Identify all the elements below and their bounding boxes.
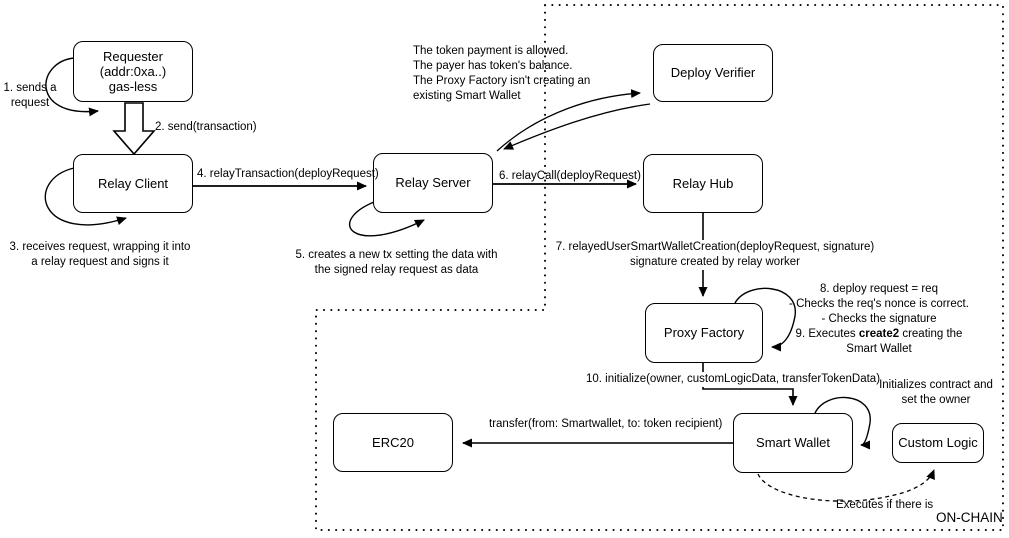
node-requester: Requester (addr:0xa..) gas-less	[73, 41, 193, 102]
label-step9-line: 9. Executes create2 creating the	[770, 327, 988, 342]
arrow-send-transaction	[112, 102, 156, 156]
arrow-executes-custom-logic	[757, 469, 935, 502]
loop-proxy-factory-checks	[734, 287, 796, 352]
verifier-note-line2: The payer has token's balance.	[413, 59, 573, 72]
node-requester-line3: gas-less	[108, 79, 158, 95]
label-step8-line1: 8. deploy request = req	[820, 283, 938, 295]
label-step4: 4. relayTransaction(deployRequest)	[197, 168, 379, 180]
node-deploy-verifier: Deploy Verifier	[653, 44, 773, 102]
label-step2: 2. send(transaction)	[155, 121, 257, 133]
node-proxy-factory: Proxy Factory	[645, 303, 763, 363]
loop-relay-server-creates-tx	[348, 201, 425, 237]
label-verifier-note: The token payment is allowed. The payer …	[413, 44, 603, 104]
arrow-server-to-verifier	[496, 89, 641, 152]
verifier-note-line1: The token payment is allowed.	[413, 45, 569, 57]
node-erc20: ERC20	[333, 413, 453, 472]
label-init-note: Initializes contract and set the owner	[879, 379, 993, 406]
label-step8-line2: - Checks the req's nonce is correct.	[789, 297, 969, 310]
label-step9-pre: 9. Executes	[795, 327, 859, 340]
label-step5: 5. creates a new tx setting the data wit…	[295, 249, 498, 276]
verifier-note-line4: existing Smart Wallet	[413, 89, 521, 102]
node-smart-wallet: Smart Wallet	[733, 413, 853, 473]
label-step8-9: 8. deploy request = req - Checks the req…	[770, 282, 988, 357]
loop-requester-sends-request	[45, 57, 99, 117]
label-step7-line2: signature created by relay worker	[629, 255, 801, 268]
loop-relay-client-wraps-request	[44, 167, 127, 226]
label-executes-if-there-is: Executes if there is	[836, 499, 934, 511]
label-step9-create2: create2	[858, 327, 900, 340]
label-step8-line3: - Checks the signature	[821, 312, 937, 325]
node-relay-hub: Relay Hub	[643, 154, 763, 213]
node-relay-client: Relay Client	[73, 154, 193, 213]
node-custom-logic: Custom Logic	[892, 423, 984, 463]
node-requester-line1: Requester	[103, 48, 163, 64]
label-onchain: ON-CHAIN	[936, 510, 1003, 525]
label-step7: 7. relayedUserSmartWalletCreation(deploy…	[546, 240, 884, 270]
label-step9-line2: Smart Wallet	[846, 342, 912, 355]
label-step9-post: creating the	[899, 327, 963, 340]
label-step1: 1. sends a request	[3, 82, 57, 109]
label-step7-line1: 7. relayedUserSmartWalletCreation(deploy…	[555, 241, 875, 253]
label-transfer: transfer(from: Smartwallet, to: token re…	[489, 418, 723, 430]
loop-smart-wallet-initializes	[814, 396, 871, 450]
label-step6: 6. relayCall(deployRequest)	[499, 170, 641, 182]
label-step3: 3. receives request, wrapping it into a …	[9, 241, 191, 268]
verifier-note-line3: The Proxy Factory isn't creating an	[413, 74, 591, 87]
arrow-verifier-to-server	[503, 103, 651, 150]
label-step10: 10. initialize(owner, customLogicData, t…	[584, 372, 883, 387]
node-requester-line2: (addr:0xa..)	[99, 63, 167, 79]
node-relay-server: Relay Server	[373, 153, 493, 213]
